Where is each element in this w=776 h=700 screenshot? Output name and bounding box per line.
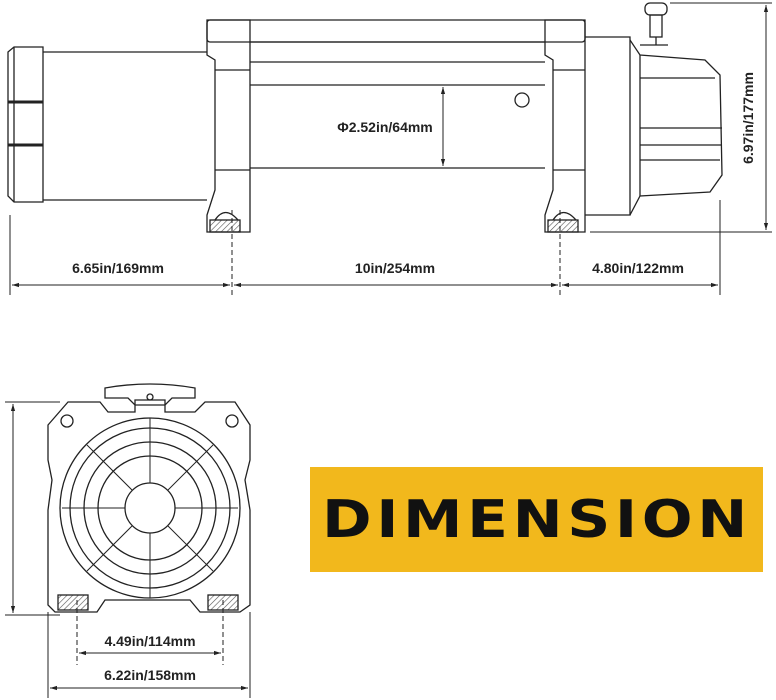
front-dimensions [5, 401, 251, 698]
brake-handle [640, 2, 668, 46]
left-plate [206, 19, 251, 233]
mount-width-label: 4.49in/114mm [104, 633, 195, 649]
handle [104, 383, 196, 406]
tie-bar [206, 19, 586, 63]
side-dimensions [9, 2, 772, 295]
length-right-label: 4.80in/122mm [592, 260, 684, 276]
gearbox [585, 36, 723, 216]
length-left-label: 6.65in/169mm [72, 260, 164, 276]
banner-title: DIMENSION [321, 489, 752, 550]
right-plate [544, 19, 586, 233]
side-view [7, 2, 723, 233]
drum [250, 84, 545, 169]
motor-end-cap [7, 46, 44, 203]
overall-height-label: 6.97in/177mm [740, 72, 756, 164]
dimension-banner: DIMENSION [310, 467, 763, 572]
housing-outline [47, 399, 251, 613]
drum-hub [124, 482, 176, 534]
overall-width-label: 6.22in/158mm [104, 667, 196, 683]
motor-body [43, 51, 207, 201]
length-mount-label: 10in/254mm [355, 260, 435, 276]
front-view [47, 383, 251, 613]
drum-diameter-label: Φ2.52in/64mm [337, 119, 433, 135]
